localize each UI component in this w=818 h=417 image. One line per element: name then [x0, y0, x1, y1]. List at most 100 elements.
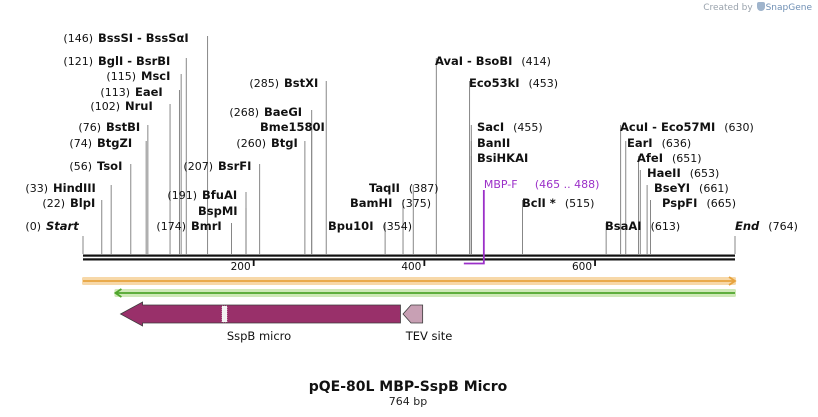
feature-label: TEV site	[405, 329, 453, 343]
site-position: (453)	[529, 77, 559, 90]
map-title: pQE-80L MBP-SspB Micro	[309, 379, 508, 395]
site-label-baegi: BaeGI (268)	[229, 105, 302, 119]
feature-sspb-micro: SspB micro	[119, 301, 401, 343]
site-name: Bme1580I	[260, 120, 325, 134]
site-name: AvaI - BsoBI	[435, 54, 512, 68]
site-name: TsoI	[97, 159, 122, 173]
primer-annotation: MBP-F(465 .. 488)	[463, 178, 600, 265]
site-position: (191)	[167, 189, 197, 202]
site-position: (354)	[382, 220, 412, 233]
site-name: BanII	[477, 136, 510, 150]
site-name: MscI	[141, 69, 170, 83]
site-position: (268)	[229, 106, 259, 119]
site-label-msci: MscI(115)	[106, 69, 170, 83]
site-label-bsihkai: BsiHKAI	[477, 151, 528, 165]
strand-arrowhead-forward	[728, 276, 737, 286]
site-position: (22)	[42, 197, 65, 210]
site-position: (665)	[706, 197, 736, 210]
site-label-taqii: TaqII(387)	[369, 181, 439, 195]
site-name: AcuI - Eco57MI	[620, 120, 715, 134]
strand-arrowhead-reverse	[113, 288, 122, 298]
site-name: PspFI	[662, 196, 697, 210]
site-label-bsssi-bsss-i: BssSI - BssSαI(146)	[63, 31, 188, 45]
backbone-bottom-line	[83, 258, 735, 261]
feature-tev-site: TEV site	[402, 304, 453, 343]
site-label-hindiii: HindIII (33)	[25, 181, 95, 195]
ruler: 200 400 600	[231, 260, 596, 273]
site-position: (613)	[651, 220, 681, 233]
site-label-bpu10i: Bpu10I(354)	[328, 219, 412, 233]
site-position: (636)	[662, 137, 692, 150]
site-position: (285)	[249, 77, 279, 90]
site-name: HindIII	[53, 181, 96, 195]
site-name: BtgZI	[97, 136, 132, 150]
site-label-saci: SacI(455)	[477, 120, 543, 134]
site-name: HaeII	[647, 166, 681, 180]
backbone-top-line	[83, 254, 735, 257]
site-label-tsoi: TsoI (56)	[69, 159, 122, 173]
site-label-start: Start (0)	[25, 219, 79, 233]
site-label-bstxi: BstXI (285)	[249, 76, 318, 90]
site-name: BspMI	[198, 204, 238, 218]
site-position: (630)	[724, 121, 754, 134]
site-label-nrui: NruI(102)	[90, 99, 152, 113]
site-name: BlpI	[70, 196, 95, 210]
site-label-avai-bsobi: AvaI - BsoBI (414)	[435, 54, 551, 68]
site-name: BsrFI	[218, 159, 251, 173]
site-name: Start	[46, 219, 79, 233]
site-label-bmri: BmrI(174)	[156, 219, 221, 233]
site-label-end: End(764)	[735, 219, 798, 233]
site-position: (651)	[672, 152, 702, 165]
site-name: BfuAI	[202, 188, 237, 202]
strand-arrows	[82, 276, 737, 298]
site-position: (387)	[409, 182, 439, 195]
feature-arrow-shape	[402, 304, 424, 324]
site-label-bamhi: BamHI(375)	[350, 196, 431, 210]
site-label-bgli-bsrbi: BglI - BsrBI(121)	[63, 54, 170, 68]
site-name: BseYI	[654, 181, 690, 195]
site-label-btgzi: BtgZI (74)	[69, 136, 132, 150]
site-position: (260)	[236, 137, 266, 150]
site-name: Eco53kI	[469, 76, 520, 90]
site-label-bme1580i: Bme1580I	[260, 120, 325, 134]
site-name: BaeGI	[264, 105, 302, 119]
site-lines	[82, 36, 736, 254]
site-label-eari: EarI (636)	[627, 136, 691, 150]
ruler-tick-label: 200	[231, 261, 251, 273]
site-label-acui-eco57mi: AcuI - Eco57MI (630)	[620, 120, 754, 134]
site-label-haeii: HaeII (653)	[647, 166, 719, 180]
site-name: BsiHKAI	[477, 151, 528, 165]
site-label-btgi: BtgI(260)	[236, 136, 297, 150]
site-label-bsrfi: BsrFI(207)	[183, 159, 251, 173]
site-name: BstXI	[284, 76, 318, 90]
site-position: (661)	[699, 182, 729, 195]
site-position: (33)	[25, 182, 48, 195]
site-position: (0)	[25, 220, 41, 233]
site-label-bsaai: BsaAI(613)	[605, 219, 680, 233]
site-position: (102)	[90, 100, 120, 113]
map-size-label: 764 bp	[389, 395, 427, 408]
site-position: (76)	[78, 121, 101, 134]
site-name: EarI	[627, 136, 653, 150]
site-position: (764)	[768, 220, 798, 233]
site-label-banii: BanII	[477, 136, 510, 150]
ruler-tick-label: 400	[401, 261, 421, 273]
site-label-bseyi: BseYI (661)	[654, 181, 729, 195]
site-position: (74)	[69, 137, 92, 150]
ruler-tick-label: 600	[572, 261, 592, 273]
feature-arrow-shape	[119, 301, 401, 327]
site-position: (56)	[69, 160, 92, 173]
site-label-eaei: EaeI(113)	[100, 85, 162, 99]
primer-range: (465 .. 488)	[535, 178, 600, 191]
site-position: (414)	[521, 55, 551, 68]
site-label-pspfi: PspFI (665)	[662, 196, 736, 210]
site-position: (653)	[690, 167, 720, 180]
created-by-credit: Created by SnapGene	[703, 2, 812, 13]
site-label-bcli: BclI *(515)	[522, 196, 594, 210]
site-position: (113)	[100, 86, 130, 99]
site-name: BclI *	[522, 196, 556, 210]
created-by-text: Created by	[703, 3, 753, 13]
site-name: BstBI	[106, 120, 140, 134]
